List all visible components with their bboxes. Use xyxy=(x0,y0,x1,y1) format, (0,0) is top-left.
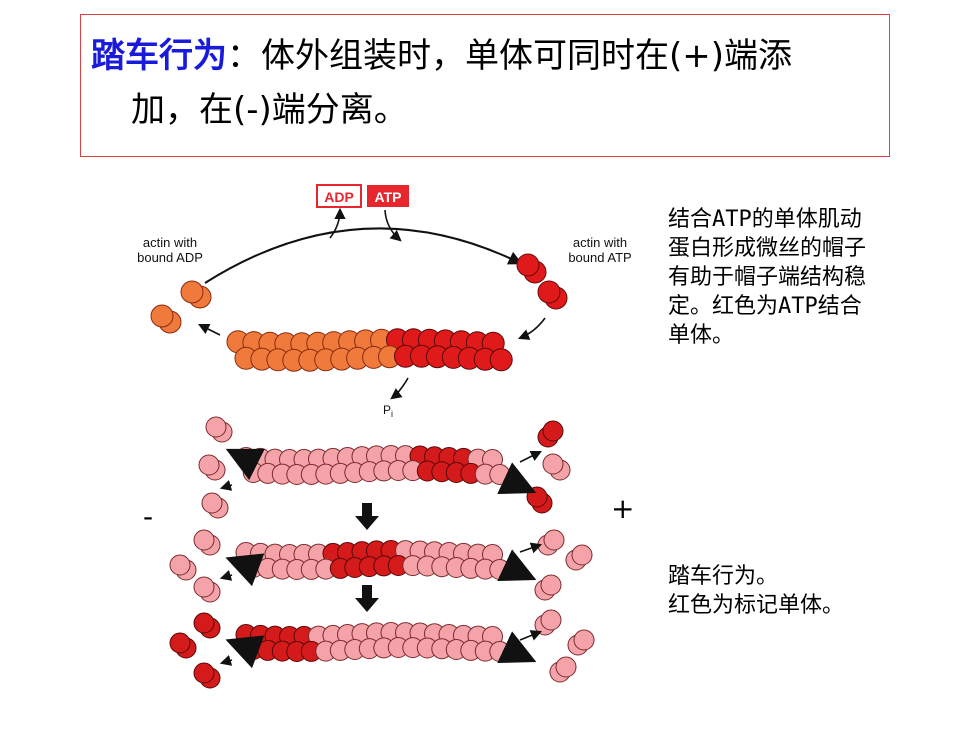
side-monomers-row1 xyxy=(198,416,571,519)
plus-end-sign: + xyxy=(611,492,635,525)
adp-release-arrow xyxy=(329,207,346,239)
note-line: 蛋白形成微丝的帽子 xyxy=(668,236,867,261)
associate-arrow-top xyxy=(517,317,546,340)
side-monomers-row2 xyxy=(169,529,593,603)
atp-binding-arrow xyxy=(384,209,402,242)
right-label-1: actin with xyxy=(573,235,627,250)
actin-subunit xyxy=(489,559,511,580)
actin-subunit xyxy=(489,348,513,372)
title-box: 踏车行为：体外组装时，单体可同时在(+)端添 加，在(-)端分离。 xyxy=(80,14,890,157)
treadmill-filament-1 xyxy=(235,445,511,485)
actin-subunit xyxy=(489,464,511,485)
adp-label: ADP xyxy=(324,189,354,205)
note-line: 单体。 xyxy=(668,323,735,348)
free-adp-monomers xyxy=(150,280,212,334)
thick-side-arrows xyxy=(225,448,537,669)
dissociate-arrow-top xyxy=(197,323,221,336)
pi-label: Pi xyxy=(383,403,393,419)
adp-box: ADP xyxy=(316,184,362,208)
pi-release-arrow xyxy=(390,377,409,400)
free-atp-monomers xyxy=(516,253,568,310)
title-line2: 加，在(-)端分离。 xyxy=(131,90,408,130)
left-label-1: actin with xyxy=(143,235,197,250)
atp-box: ATP xyxy=(367,185,409,207)
note-line: 定。红色为ATP结合 xyxy=(668,294,862,319)
treadmill-filament-3 xyxy=(235,622,511,662)
title-keyword: 踏车行为 xyxy=(91,36,227,76)
note-line: 踏车行为。 xyxy=(668,564,779,589)
title-line1: ：体外组装时，单体可同时在(+)端添 xyxy=(227,36,793,76)
atp-cap-note: 结合ATP的单体肌动 蛋白形成微丝的帽子 有助于帽子端结构稳 定。红色为ATP结… xyxy=(668,205,866,350)
filament-adp-atp xyxy=(226,328,513,372)
minus-end-sign: - xyxy=(143,500,154,533)
note-line: 有助于帽子端结构稳 xyxy=(668,265,867,290)
note-line: 结合ATP的单体肌动 xyxy=(668,207,862,232)
left-label-2: bound ADP xyxy=(137,250,203,265)
treadmill-filament-2 xyxy=(235,540,511,580)
treadmilling-note: 踏车行为。 红色为标记单体。 xyxy=(668,562,844,620)
exchange-arc xyxy=(204,227,523,284)
note-line: 红色为标记单体。 xyxy=(668,593,845,618)
side-monomers-row3 xyxy=(169,609,595,689)
actin-subunit xyxy=(489,641,511,662)
atp-label: ATP xyxy=(375,189,402,205)
right-label-2: bound ATP xyxy=(568,250,631,265)
down-arrows xyxy=(355,503,379,612)
